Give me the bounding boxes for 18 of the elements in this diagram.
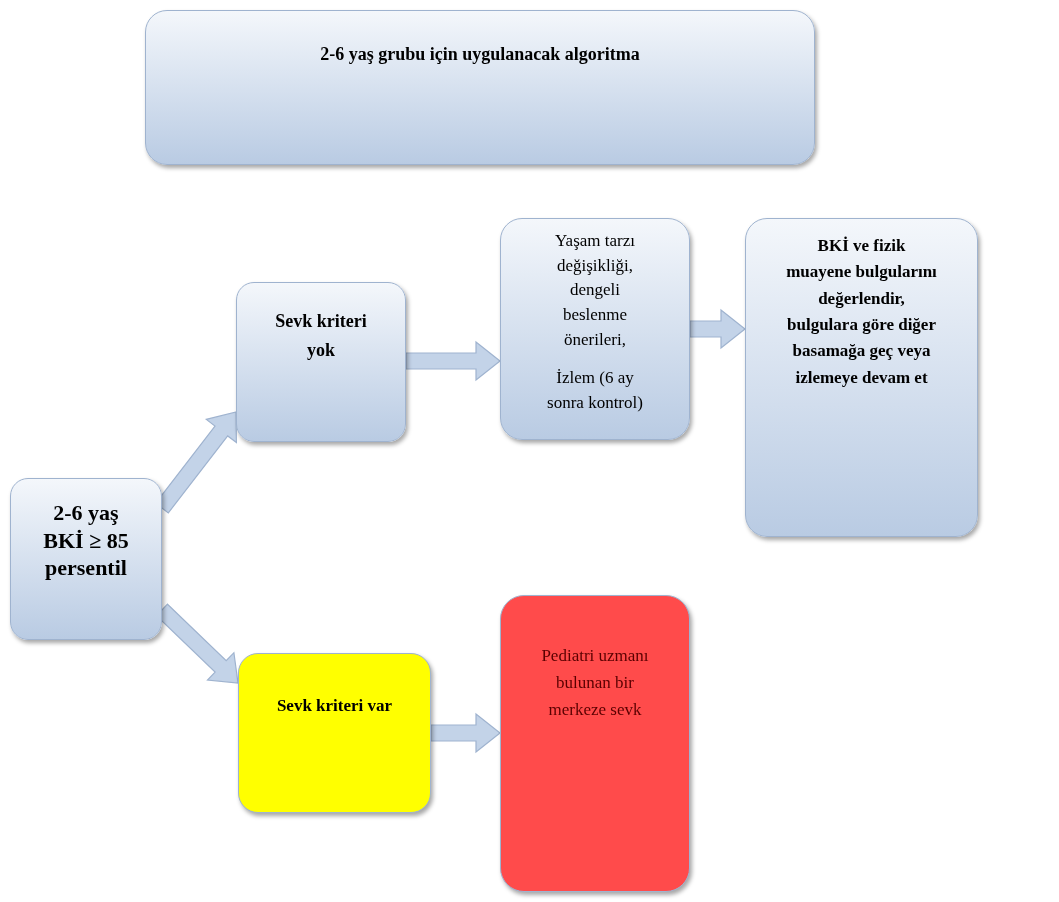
block-arrow: [405, 340, 501, 382]
node-text: BKİ ve fizik muayene bulgularını değerlendir, bulgulara göre diğer basamağa geç veya izlemeye devam et: [786, 235, 937, 389]
process-box: [500, 218, 690, 440]
block-arrow: [689, 308, 746, 350]
referral-box: [500, 595, 690, 892]
node-text: Sevk kriteri yok: [274, 310, 368, 362]
node-text: İzlem (6 ay sonra kontrol): [546, 367, 644, 414]
node-text: 2-6 yaş grubu için uygulanacak algoritma: [320, 43, 640, 66]
node-text: 2-6 yaş BKİ ≥ 85 persentil: [42, 499, 130, 582]
node-text: Yaşam tarzı değişikliği, dengeli beslenme önerileri,: [554, 230, 636, 351]
process-box: [236, 282, 406, 442]
start-box: [10, 478, 162, 640]
block-arrow: [430, 712, 501, 754]
node-text: Sevk kriteri var: [276, 695, 393, 717]
process-box: [745, 218, 978, 537]
node-text: Pediatri uzmanı bulunan bir merkeze sevk: [540, 645, 650, 722]
title-box: [145, 10, 815, 165]
decision-box: [238, 653, 431, 813]
